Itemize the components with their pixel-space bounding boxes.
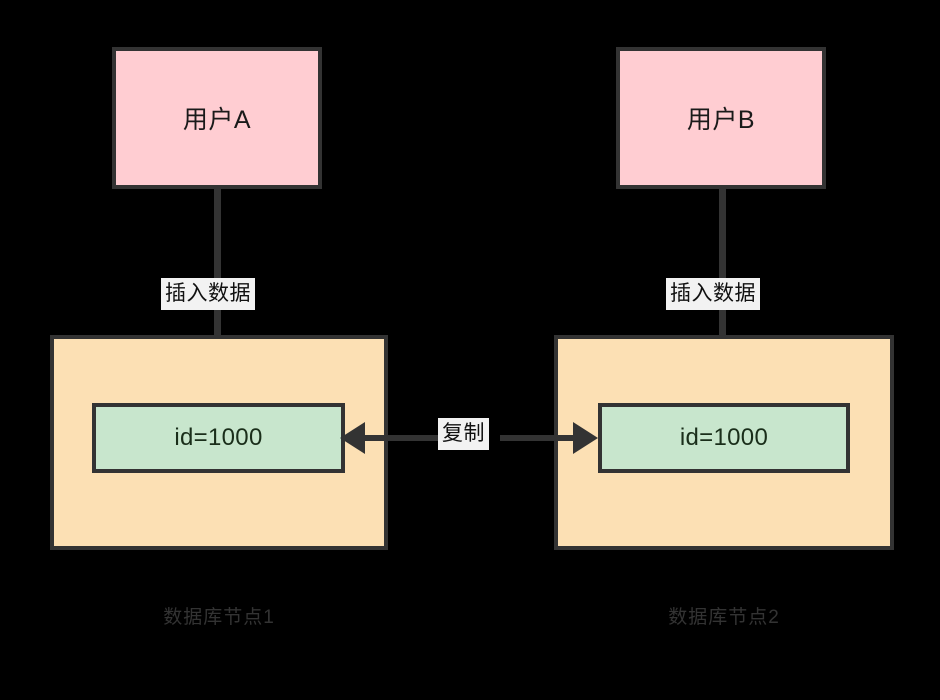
db-right-record-box[interactable]: id=1000 (598, 403, 850, 473)
replicate-arrowhead-left-icon (340, 422, 365, 454)
db-right-record-label: id=1000 (679, 424, 769, 451)
insert-right-connector-upper (719, 189, 726, 280)
insert-left-connector-upper (214, 189, 221, 280)
replicate-label: 复制 (438, 418, 489, 451)
user-a-label: 用户A (182, 106, 252, 134)
replicate-arrowhead-right-icon (573, 422, 598, 454)
user-b-label: 用户B (686, 106, 756, 134)
insert-right-label: 插入数据 (666, 278, 760, 311)
db-left-record-label: id=1000 (174, 424, 263, 451)
db-left-caption: 数据库节点1 (163, 607, 275, 628)
user-a-box[interactable]: 用户A (112, 47, 322, 189)
user-b-box[interactable]: 用户B (616, 47, 826, 189)
insert-left-label: 插入数据 (161, 278, 255, 311)
replicate-connector-right (500, 435, 573, 441)
replicate-connector-left (365, 435, 438, 441)
db-right-caption: 数据库节点2 (668, 607, 780, 628)
db-left-record-box[interactable]: id=1000 (92, 403, 345, 473)
